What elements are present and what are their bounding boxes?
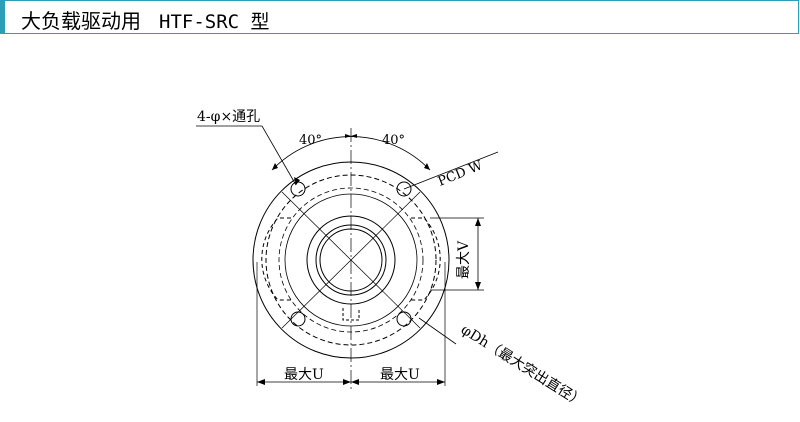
pcd-label: PCD W	[436, 158, 485, 190]
hole-label: 4-φ×通孔	[197, 109, 260, 125]
hole-leader-diagonal	[261, 125, 297, 186]
angle-arrow-right	[424, 163, 430, 170]
hidden-circle-outer	[265, 174, 437, 346]
max-v-arrow-top	[475, 218, 481, 226]
angle-arrows	[345, 134, 357, 138]
max-u-arrow-right	[437, 379, 445, 385]
hidden-side-left	[261, 217, 291, 301]
title-chinese: 大负载驱动用	[21, 9, 141, 33]
angle-arrow-left	[272, 163, 278, 170]
diagonal-centerline-2	[281, 191, 421, 329]
dh-label: φDh（最大突出直径）	[458, 321, 587, 411]
angle-left-label: 40°	[299, 133, 322, 148]
title-model: HTF-SRC 型	[159, 11, 270, 33]
dh-leader-line	[418, 317, 457, 345]
bolt-hole-top-right	[396, 181, 412, 197]
max-u-right-label: 最大U	[380, 367, 420, 383]
max-u-arrow-mid-right	[351, 379, 359, 385]
title-bar: 大负载驱动用 HTF-SRC 型	[0, 0, 799, 34]
max-v-arrow-bottom	[475, 282, 481, 290]
bolt-hole-bottom-right	[396, 311, 412, 327]
page-title: 大负载驱动用 HTF-SRC 型	[21, 5, 270, 34]
hole-leader-arrow	[294, 177, 300, 185]
max-u-arrow-mid-left	[343, 379, 351, 385]
hidden-side-right	[411, 217, 441, 301]
hidden-bottom-key	[342, 308, 360, 321]
pcd-leader-line	[403, 151, 499, 190]
angle-arc	[271, 136, 431, 171]
bolt-hole-top-left	[290, 181, 306, 197]
max-v-label: 最大V	[456, 240, 472, 279]
angle-right-label: 40°	[382, 133, 405, 148]
max-u-left-label: 最大U	[284, 367, 324, 383]
bolt-hole-bottom-left	[290, 311, 306, 327]
max-u-arrow-left	[257, 379, 265, 385]
